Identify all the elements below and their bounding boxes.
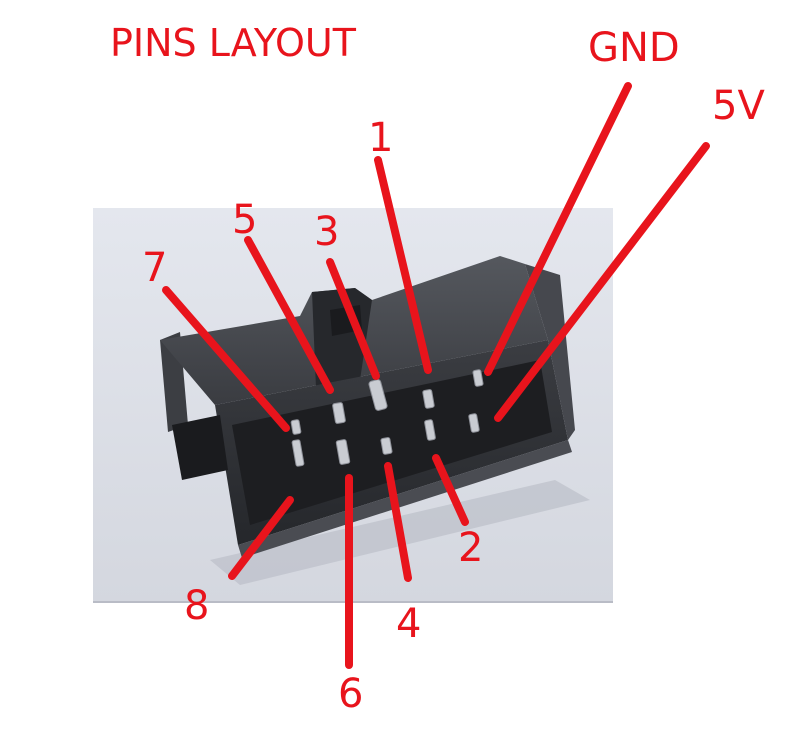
pin-label-1: 1 <box>368 115 394 161</box>
gnd-label: GND <box>588 25 680 71</box>
pin-label-4: 4 <box>396 601 422 647</box>
leader-5v <box>494 142 710 422</box>
pin-2-metal <box>424 419 436 441</box>
leader-1 <box>374 156 432 374</box>
pin-label-5: 5 <box>232 197 258 243</box>
pin-label-7: 7 <box>142 245 168 291</box>
leader-3 <box>326 258 380 380</box>
diagram-title: PINS LAYOUT <box>110 21 356 65</box>
leader-lines <box>162 82 710 669</box>
pin-5-metal <box>332 402 346 424</box>
pin-label-6: 6 <box>338 671 364 717</box>
pin-6-metal <box>335 439 351 465</box>
pin-gnd-metal <box>472 369 484 387</box>
pin-label-8: 8 <box>184 583 210 629</box>
pin-label-3: 3 <box>314 209 340 255</box>
leader-7 <box>162 286 290 432</box>
pin-8-metal <box>291 439 305 467</box>
leader-4 <box>384 462 412 582</box>
pin-1-metal <box>422 389 435 409</box>
pin-5v-metal <box>468 413 480 433</box>
leader-gnd <box>484 82 632 376</box>
leader-8 <box>228 496 294 580</box>
pin-3-metal <box>368 379 388 411</box>
box-header-housing <box>160 256 590 585</box>
header-pins <box>290 369 484 467</box>
pin-4-metal <box>380 437 393 455</box>
leader-5 <box>244 236 334 394</box>
pin-label-2: 2 <box>458 525 484 571</box>
leader-2 <box>432 454 469 526</box>
5v-label: 5V <box>712 83 765 129</box>
pin-7-metal <box>290 419 302 435</box>
